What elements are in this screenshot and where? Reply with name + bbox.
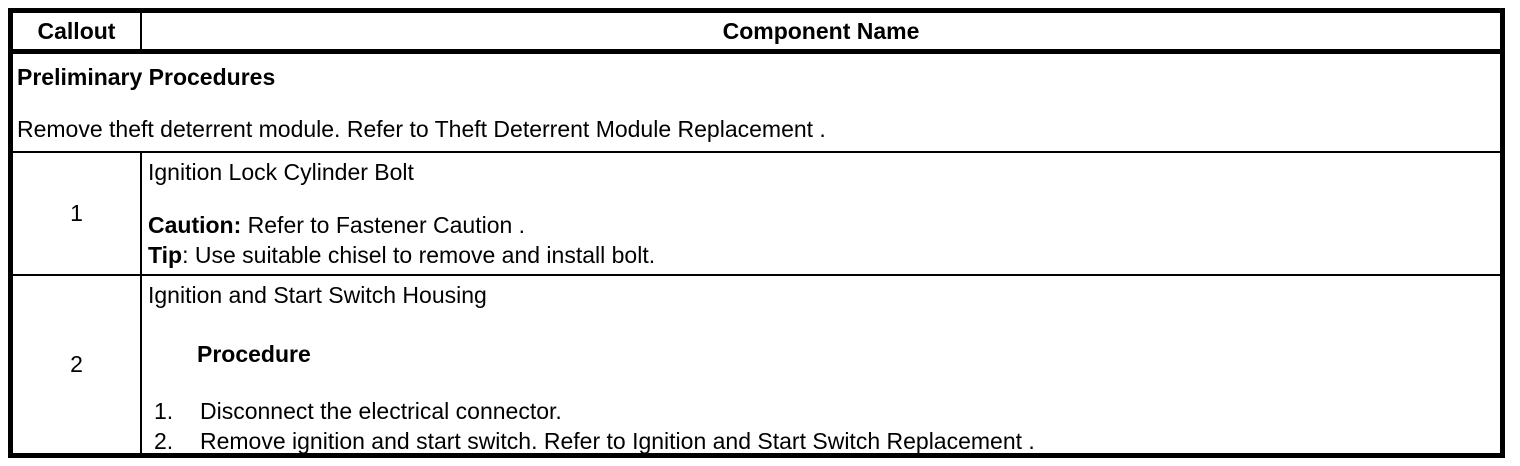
column-header-callout: Callout: [13, 13, 142, 49]
step-number: 1.: [154, 398, 174, 424]
caution-label: Caution:: [148, 212, 242, 238]
preliminary-procedures-row: Preliminary Procedures Remove theft dete…: [13, 54, 1500, 153]
procedure-step: 2. Remove ignition and start switch. Ref…: [154, 426, 1494, 456]
component-name-text: Ignition Lock Cylinder Bolt: [148, 159, 414, 185]
callout-number: 2: [70, 351, 83, 377]
callout-number: 1: [70, 200, 83, 226]
preliminary-procedures-text: Remove theft deterrent module. Refer to …: [17, 116, 826, 142]
procedure-step: 1. Disconnect the electrical connector.: [154, 396, 1494, 426]
procedure-heading: Procedure: [197, 341, 311, 367]
preliminary-procedures-cell: Preliminary Procedures Remove theft dete…: [13, 54, 1500, 151]
tip-line: Tip: Use suitable chisel to remove and i…: [148, 240, 1494, 270]
preliminary-procedures-heading: Preliminary Procedures: [17, 64, 276, 90]
table-row-callout-1: 1 Ignition Lock Cylinder Bolt Caution: R…: [13, 153, 1500, 276]
component-cell: Ignition and Start Switch Housing Proced…: [142, 276, 1500, 456]
callout-header-label: Callout: [37, 17, 116, 44]
callout-number-cell: 1: [13, 153, 142, 274]
table-header-row: Callout Component Name: [13, 13, 1500, 54]
component-callout-table: Callout Component Name Preliminary Proce…: [8, 8, 1505, 458]
tip-label: Tip: [148, 242, 183, 268]
step-text: Remove ignition and start switch. Refer …: [200, 428, 1035, 454]
step-number: 2.: [154, 428, 174, 454]
caution-text: Refer to Fastener Caution .: [247, 212, 526, 238]
procedure-steps-list: 1. Disconnect the electrical connector. …: [148, 396, 1494, 456]
step-text: Disconnect the electrical connector.: [200, 398, 562, 424]
component-name-header-label: Component Name: [722, 17, 920, 44]
callout-number-cell: 2: [13, 276, 142, 453]
tip-text: : Use suitable chisel to remove and inst…: [182, 242, 656, 268]
caution-line: Caution: Refer to Fastener Caution .: [148, 210, 1494, 240]
component-cell: Ignition Lock Cylinder Bolt Caution: Ref…: [142, 153, 1500, 274]
table-row-callout-2: 2 Ignition and Start Switch Housing Proc…: [13, 276, 1500, 456]
component-name-text: Ignition and Start Switch Housing: [148, 282, 487, 308]
column-header-component-name: Component Name: [142, 13, 1500, 49]
